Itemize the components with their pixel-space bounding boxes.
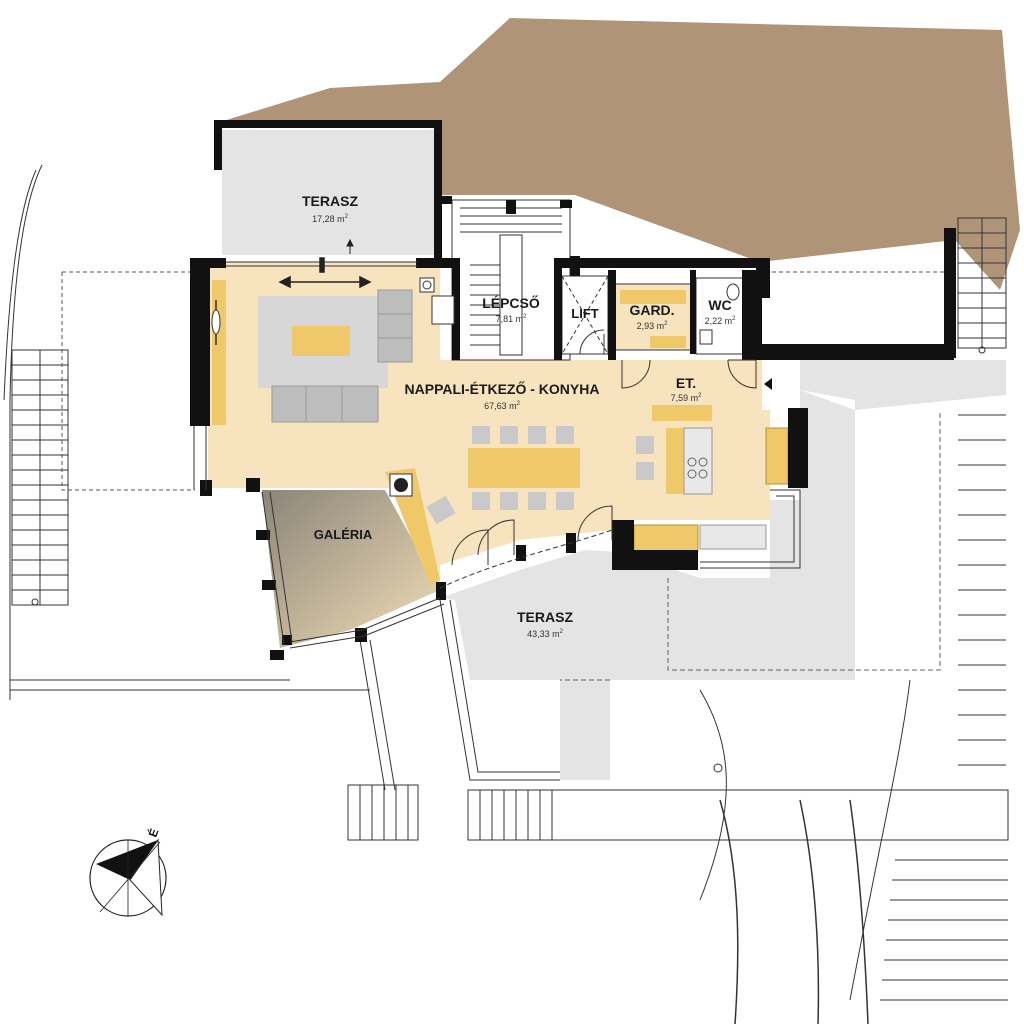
- toilet: [726, 283, 740, 301]
- room-area-terasz-bottom: 43,33 m2: [527, 629, 564, 639]
- gallery-fireplace-ring: [394, 478, 408, 492]
- room-name-lepcso: LÉPCSŐ: [482, 294, 540, 311]
- room-area-wc: 2,22 m2: [705, 316, 737, 326]
- stove: [431, 295, 455, 325]
- sofa-right: [377, 289, 413, 363]
- room-area-gard: 2,93 m2: [637, 321, 669, 331]
- cooktop-burners: [687, 457, 708, 479]
- right-stair: [957, 217, 1007, 354]
- dashed-outline-right: [765, 271, 956, 340]
- svg-text:É: É: [145, 826, 162, 839]
- terrace-top-area: [222, 130, 438, 255]
- room-name-wc: WC: [708, 297, 731, 313]
- wardrobe-shelf-top: [620, 290, 686, 304]
- terrace-bottom-area: [440, 390, 855, 780]
- dining-chairs: [472, 426, 574, 510]
- wardrobe-shelf-bottom: [650, 336, 686, 348]
- room-name-lift: LIFT: [571, 306, 598, 321]
- walls: [190, 120, 956, 660]
- terrain-area: [220, 18, 1020, 290]
- dining-table: [468, 448, 580, 488]
- right-stair-lower: [958, 364, 1006, 766]
- room-name-et: ET.: [676, 375, 696, 391]
- kitchen-counter-top: [652, 405, 712, 421]
- kitchen-island: [666, 428, 684, 494]
- north-arrow-icon: É: [89, 826, 167, 917]
- stair-core: [451, 199, 571, 361]
- up-arrow-icon: [346, 238, 354, 254]
- walkway: [359, 599, 911, 1024]
- terrace-right-strip: [760, 360, 1006, 410]
- room-name-terasz-top: TERASZ: [302, 193, 358, 209]
- room-area-lepcso: 7,81 m2: [496, 314, 528, 324]
- dashed-outline-left: [61, 271, 195, 491]
- mirror-head: [211, 309, 221, 335]
- fireplace-ring: [422, 280, 432, 290]
- room-name-galeria: GALÉRIA: [314, 527, 373, 542]
- sliding-door-arrow-icon: [278, 257, 372, 289]
- entrance-arrow-icon: [764, 378, 772, 390]
- kitchen-cabinet-bottom: [633, 524, 699, 552]
- coffee-table: [292, 326, 350, 356]
- fireplace-icon: [419, 277, 435, 293]
- lift-shaft: [561, 275, 609, 355]
- room-name-terasz-bottom: TERASZ: [517, 609, 573, 625]
- fireplace-bench: [212, 280, 226, 425]
- room-area-nappali: 67,63 m2: [484, 401, 521, 411]
- room-name-gard: GARD.: [629, 302, 674, 318]
- armchair: [426, 495, 456, 525]
- bottom-steps: [347, 784, 1009, 1001]
- door-swings: [451, 329, 757, 566]
- gallery-area: [262, 490, 440, 648]
- terrace-dashed: [560, 410, 941, 681]
- room-area-terasz-top: 17,28 m2: [312, 214, 349, 224]
- sofa-bottom: [271, 385, 379, 423]
- kitchen-cabinet-right: [765, 427, 789, 485]
- bar-stools: [636, 436, 654, 480]
- left-site-lines: [3, 164, 370, 700]
- room-name-nappali: NAPPALI-ÉTKEZŐ - KONYHA: [405, 380, 600, 397]
- left-stair: [11, 349, 69, 606]
- room-area-et: 7,59 m2: [671, 393, 703, 403]
- gallery-fireplace-base: [385, 468, 440, 585]
- wc-sink: [699, 329, 713, 345]
- kitchen-sink: [699, 524, 767, 550]
